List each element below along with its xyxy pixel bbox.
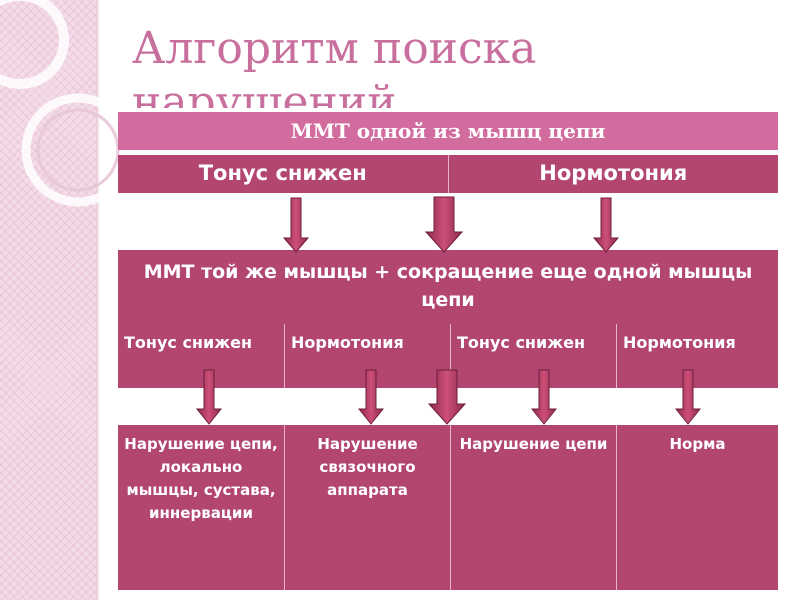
result-4: Норма bbox=[616, 425, 778, 590]
results-row: Нарушение цепи, локально мышцы, сустава,… bbox=[118, 425, 778, 590]
level2-option-3: Тонус снижен bbox=[450, 324, 616, 388]
decorative-rings bbox=[0, 0, 135, 207]
level2-header: ММТ той же мышцы + сокращение еще одной … bbox=[118, 250, 778, 324]
level1-header: ММТ одной из мышц цепи bbox=[118, 112, 778, 150]
level2-option-2: Нормотония bbox=[284, 324, 450, 388]
level1-option-tonus-reduced: Тонус снижен bbox=[198, 161, 367, 185]
result-1: Нарушение цепи, локально мышцы, сустава,… bbox=[124, 435, 278, 522]
arrow-down-icon bbox=[282, 197, 310, 253]
decorative-strip-edge bbox=[96, 0, 100, 600]
result-2: Нарушение связочного аппарата bbox=[284, 425, 450, 590]
level1-option-normotonia: Нормотония bbox=[447, 155, 779, 193]
level2-option-4: Нормотония bbox=[616, 324, 778, 388]
arrow-down-icon bbox=[424, 196, 464, 253]
result-3: Нарушение цепи bbox=[450, 425, 616, 590]
level2-option-1: Тонус снижен bbox=[124, 333, 253, 352]
level1-options-row: Тонус снижен Нормотония bbox=[118, 155, 778, 193]
level2-options-row: Тонус снижен Нормотония Тонус снижен Нор… bbox=[118, 324, 778, 388]
arrow-down-icon bbox=[592, 197, 620, 253]
slide-title: Алгоритм поиска нарушений bbox=[132, 23, 537, 108]
